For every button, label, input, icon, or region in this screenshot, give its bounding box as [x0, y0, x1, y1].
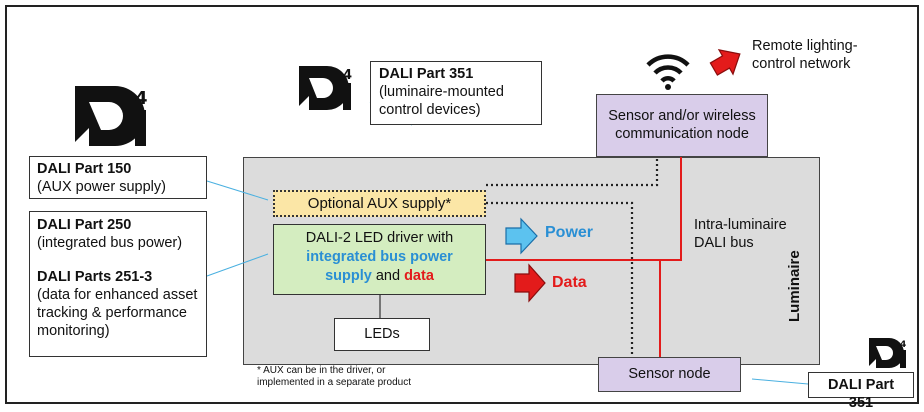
driver-line2: integrated bus power	[306, 249, 453, 265]
d4i-logo-left: 4	[75, 86, 148, 146]
dali-250-title: DALI Part 250	[37, 217, 132, 233]
dali-351-top-line2: control devices)	[379, 102, 481, 118]
driver-line3-and: and	[375, 268, 401, 284]
pointer-250	[206, 253, 269, 277]
dali-351-top-line1: (luminaire-mounted	[379, 84, 504, 100]
svg-text:4: 4	[343, 68, 352, 83]
dali-150-title: DALI Part 150	[37, 161, 132, 177]
led-driver-box: DALI-2 LED driver with integrated bus po…	[273, 224, 486, 295]
sensor-bottom-label: Sensor node	[628, 366, 711, 382]
remote-arrow	[709, 49, 741, 76]
d4i-logo-right: 4	[869, 338, 906, 368]
dali-part-250-box: DALI Part 250 (integrated bus power) DAL…	[29, 211, 207, 357]
leds-box: LEDs	[334, 318, 430, 351]
bus-label: Intra-luminaire DALI bus	[694, 216, 787, 252]
power-label: Power	[545, 224, 594, 241]
wifi-icon	[646, 54, 690, 90]
data-arrow	[514, 263, 546, 303]
dali-250-line1: (integrated bus power)	[37, 235, 183, 251]
sensor-node: Sensor node	[598, 357, 741, 392]
bus-line1: Intra-luminaire	[694, 217, 787, 233]
dali-251-title: DALI Parts 251-3	[37, 269, 153, 285]
remote-line2: control network	[752, 56, 851, 72]
luminaire-label: Luminaire	[786, 250, 803, 322]
sensor-top-line1: Sensor and/or wireless	[608, 108, 756, 124]
power-arrow	[505, 217, 538, 255]
driver-line1: DALI-2 LED driver with	[305, 230, 454, 246]
driver-line3-data: data	[404, 268, 434, 284]
aux-line-top	[486, 157, 659, 187]
aux-line-bottom	[486, 201, 634, 357]
dali-part-150-box: DALI Part 150 (AUX power supply)	[29, 156, 207, 199]
svg-text:4: 4	[900, 340, 906, 350]
data-label: Data	[552, 274, 587, 291]
remote-network-label: Remote lighting- control network	[752, 37, 912, 73]
bus-line2: DALI bus	[694, 235, 754, 251]
leds-label: LEDs	[364, 326, 400, 342]
svg-text:4: 4	[135, 88, 148, 109]
aux-label: Optional AUX supply*	[307, 195, 452, 212]
dali-part-351-top-box: DALI Part 351 (luminaire-mounted control…	[370, 61, 542, 125]
footnote-line1: * AUX can be in the driver, or	[257, 365, 386, 376]
dali-251-line2: tracking & performance	[37, 305, 187, 321]
dali-150-line1: (AUX power supply)	[37, 179, 166, 195]
pointer-150	[206, 180, 269, 201]
remote-line1: Remote lighting-	[752, 38, 858, 54]
sensor-wireless-node: Sensor and/or wireless communication nod…	[596, 94, 768, 157]
dali-351-top-title: DALI Part 351	[379, 66, 474, 82]
d4i-logo-mid: 4	[299, 66, 352, 110]
footnote: * AUX can be in the driver, or implement…	[257, 365, 411, 389]
dali-part-351-bottom-box: DALI Part 351	[808, 372, 914, 411]
sensor-top-line2: communication node	[615, 126, 749, 142]
aux-supply-box: Optional AUX supply*	[273, 190, 486, 217]
dali-251-line1: (data for enhanced asset	[37, 287, 198, 303]
pointer-351-bottom	[751, 378, 809, 385]
dali-251-line3: monitoring)	[37, 323, 110, 339]
driver-line3-supply: supply	[325, 268, 372, 284]
dali-bus-line	[486, 157, 682, 261]
dali-351-bottom-title: DALI Part 351	[827, 377, 895, 411]
footnote-line2: implemented in a separate product	[257, 377, 411, 388]
